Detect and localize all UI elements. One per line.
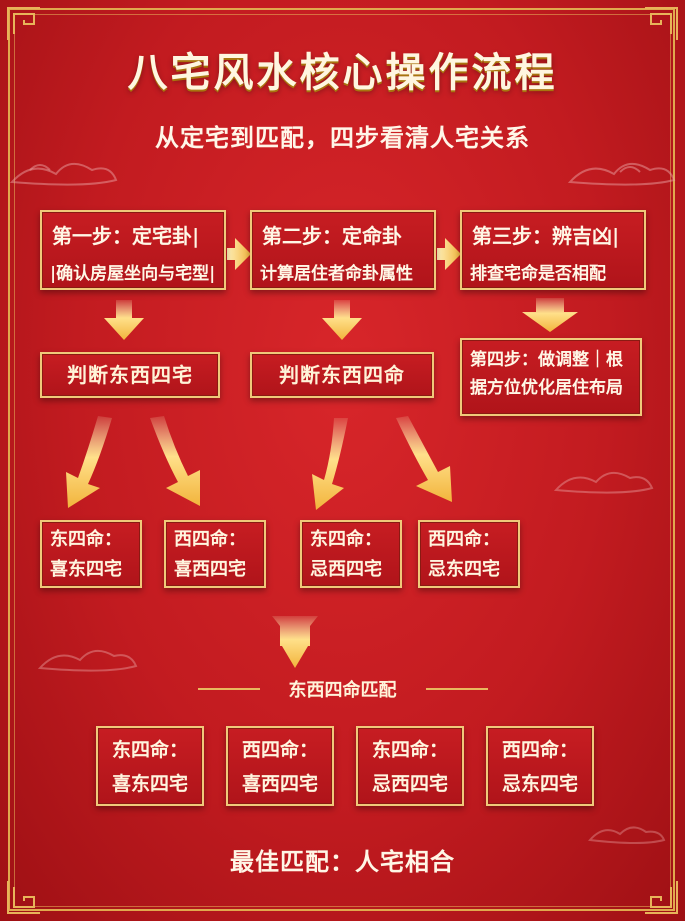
corner-ornament-top-left (4, 4, 44, 44)
corner-ornament-bottom-left (4, 877, 44, 917)
arrow-diagonal-icon-1 (66, 416, 112, 508)
result-2-line-2: 喜西四宅 (174, 559, 246, 580)
arrow-down-icon-center (272, 616, 318, 668)
result-box-1: 东四命： 喜东四宅 (40, 520, 142, 588)
match-card-1: 东四命： 喜东四宅 (96, 726, 204, 806)
judge-house-box: 判断东西四宅 (40, 352, 220, 398)
step-4-box: 第四步：做调整｜根 据方位优化居住布局 (460, 338, 642, 416)
arrow-diagonal-icon-3 (312, 418, 348, 510)
arrow-diagonal-icon-4 (396, 416, 452, 502)
result-box-2: 西四命： 喜西四宅 (164, 520, 266, 588)
match-label: 东西四命匹配 (288, 680, 397, 701)
result-3-line-1: 东四命： (310, 529, 382, 550)
match-card-2: 西四命： 喜西四宅 (226, 726, 334, 806)
match-card-4-line-2: 忌东四宅 (501, 773, 578, 795)
cloud-icon-mid-left (37, 649, 138, 672)
step-1-box: 第一步：定宅卦| |确认房屋坐向与宅型| (40, 210, 226, 290)
match-card-3-line-2: 忌西四宅 (371, 773, 448, 795)
page-subtitle: 从定宅到匹配，四步看清人宅关系 (155, 123, 530, 152)
match-card-2-line-1: 西四命： (241, 739, 318, 761)
arrow-right-icon-2 (437, 238, 461, 270)
step-1-desc: |确认房屋坐向与宅型| (50, 264, 216, 284)
step-3-desc: 排查宅命是否相配 (470, 264, 606, 284)
match-card-4-line-1: 西四命： (501, 739, 578, 761)
step-4-line-1: 第四步：做调整｜根 (470, 350, 623, 370)
match-card-1-line-1: 东四命： (111, 739, 188, 761)
step-3-box: 第三步：辨吉凶| 排查宅命是否相配 (460, 210, 646, 290)
corner-ornament-top-right (641, 4, 681, 44)
arrow-down-icon-3 (522, 298, 578, 332)
result-1-line-1: 东四命： (50, 529, 122, 550)
divider-right (426, 688, 488, 690)
match-card-2-line-2: 喜西四宅 (241, 773, 318, 795)
result-1-line-2: 喜东四宅 (50, 559, 122, 580)
match-card-4: 西四命： 忌东四宅 (486, 726, 594, 806)
result-box-4: 西四命： 忌东四宅 (418, 520, 520, 588)
result-3-line-2: 忌西四宅 (310, 559, 382, 580)
result-4-line-1: 西四命： (428, 529, 500, 550)
result-box-3: 东四命： 忌西四宅 (300, 520, 402, 588)
step-1-title: 第一步：定宅卦| (52, 224, 200, 248)
page-title: 八宅风水核心操作流程 (127, 49, 558, 96)
corner-ornament-bottom-right (641, 877, 681, 917)
match-card-3-line-1: 东四命： (371, 739, 448, 761)
divider-left (198, 688, 260, 690)
cloud-icon-mid-right (553, 471, 654, 494)
step-2-box: 第二步：定命卦 计算居住者命卦属性 (250, 210, 436, 290)
arrow-right-icon-1 (227, 238, 251, 270)
cloud-icon-bottom-right (587, 826, 666, 844)
step-4-line-2: 据方位优化居住布局 (470, 378, 623, 398)
match-card-1-line-2: 喜东四宅 (111, 773, 188, 795)
arrow-down-icon-2 (322, 300, 362, 340)
cloud-icon-right (567, 163, 676, 186)
cloud-icon-left (9, 163, 118, 186)
step-2-desc: 计算居住者命卦属性 (260, 264, 413, 284)
final-conclusion: 最佳匹配：人宅相合 (230, 847, 455, 876)
result-2-line-1: 西四命： (174, 529, 246, 550)
step-2-title: 第二步：定命卦 (262, 224, 402, 248)
step-3-title: 第三步：辨吉凶| (472, 224, 620, 248)
arrow-down-icon-1 (104, 300, 144, 340)
judge-life-box: 判断东西四命 (250, 352, 434, 398)
match-card-3: 东四命： 忌西四宅 (356, 726, 464, 806)
result-4-line-2: 忌东四宅 (428, 559, 500, 580)
arrow-diagonal-icon-2 (150, 416, 200, 506)
